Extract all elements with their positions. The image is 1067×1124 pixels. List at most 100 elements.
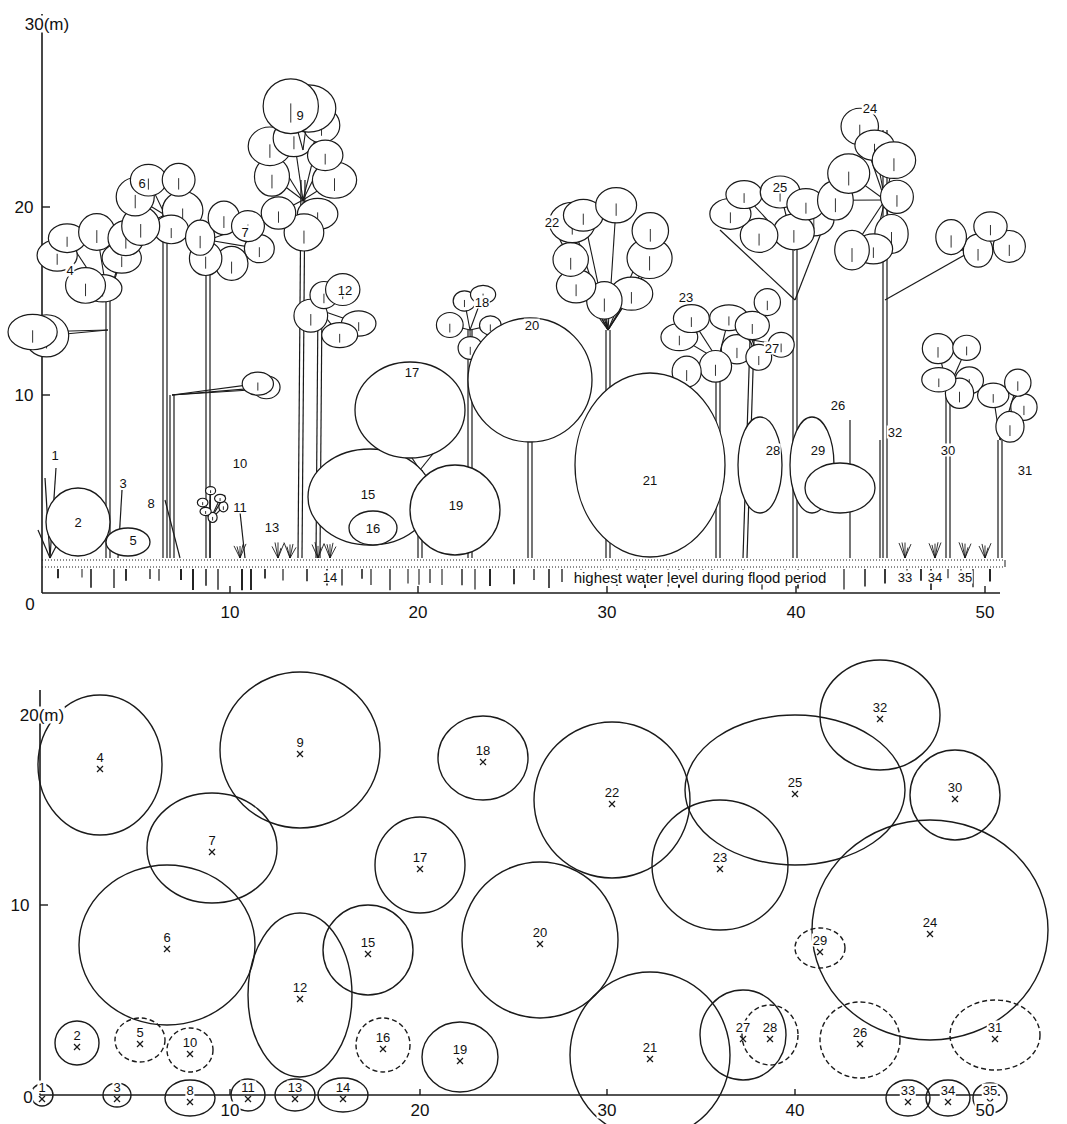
crown-outline — [275, 1079, 315, 1111]
leaf-vein — [583, 214, 584, 225]
trunk-line — [169, 395, 170, 558]
leaf-vein — [744, 193, 745, 203]
stem-position-mark — [537, 941, 543, 947]
axis-tick — [42, 394, 50, 395]
leaf-crown — [232, 211, 265, 242]
leaf-crown — [322, 323, 358, 348]
tree-number: 11 — [240, 1081, 256, 1094]
grass-tuft — [324, 543, 336, 558]
stem-position-mark — [537, 941, 543, 947]
tree-number: 19 — [452, 1043, 468, 1056]
grass-blade — [324, 544, 330, 558]
stem-position-mark — [187, 1099, 193, 1105]
stem-position-mark — [417, 866, 423, 872]
root-hatch — [920, 569, 922, 581]
leaf-vein — [758, 356, 759, 365]
tree-number: 4 — [65, 264, 74, 277]
tree-number: 14 — [322, 571, 338, 584]
leaf-vein — [200, 236, 201, 248]
leaf-crown — [953, 335, 981, 360]
axis-label: 0 — [24, 596, 35, 613]
grass-blade — [290, 547, 296, 558]
stem-position-mark — [97, 766, 103, 772]
tree-number: 35 — [957, 571, 973, 584]
axis-label: 30 — [597, 604, 618, 621]
tree-number: 26 — [852, 1026, 868, 1039]
stem-position-mark — [857, 1041, 863, 1047]
root-hatch — [361, 569, 363, 579]
grass-blade — [315, 542, 318, 558]
stem-position-mark — [340, 1096, 346, 1102]
tree-number: 29 — [812, 934, 828, 947]
axis-tick — [229, 586, 230, 593]
leaf-crown — [200, 507, 211, 515]
stem-position-mark — [340, 1096, 346, 1102]
stem-position-mark — [245, 1096, 251, 1102]
tree-number: 30 — [940, 444, 956, 457]
tree-number: 26 — [830, 399, 846, 412]
leaf-vein — [271, 175, 272, 189]
root-hatch — [370, 569, 371, 585]
leaf-vein — [171, 228, 172, 238]
tree-number: 11 — [232, 501, 248, 514]
leaf-vein — [212, 517, 213, 521]
trunk-line — [1001, 440, 1002, 558]
leaf-vein — [993, 394, 994, 403]
grass-tuft — [899, 542, 911, 558]
root-hatch — [389, 569, 390, 590]
root-hatch — [90, 569, 92, 588]
profile-axes — [42, 14, 1000, 593]
leaf-vein — [1009, 425, 1010, 436]
axis-tick — [794, 1089, 795, 1095]
grass-blade — [982, 544, 985, 558]
stem-position-mark — [767, 1036, 773, 1042]
tree-number: 21 — [642, 474, 658, 487]
tree-profile — [922, 334, 984, 558]
tree-number: 29 — [810, 444, 826, 457]
tree-number: 10 — [182, 1036, 198, 1049]
leaf-crown — [673, 305, 709, 333]
tree-number: 9 — [295, 736, 304, 749]
tree-number: 5 — [135, 1026, 144, 1039]
axis-tick — [984, 586, 985, 593]
crown-outline — [685, 715, 905, 865]
stem-position-mark — [164, 946, 170, 952]
crown-outline — [742, 1005, 798, 1065]
leaf-vein — [148, 179, 149, 190]
crown-outline — [652, 800, 788, 930]
stem-position-mark — [417, 866, 423, 872]
root-hatch — [947, 569, 948, 578]
root-hatch — [57, 569, 59, 578]
trunk-line — [997, 440, 998, 558]
leaf-vein — [793, 230, 794, 242]
crown-outline — [820, 1002, 900, 1078]
tree-profile — [880, 440, 881, 558]
water-level-band — [42, 560, 1005, 590]
leaf-vein — [767, 301, 768, 310]
stem-position-mark — [365, 951, 371, 957]
axis-label: 10 — [220, 604, 241, 621]
tree-number: 31 — [987, 1021, 1003, 1034]
tree-number: 18 — [475, 744, 491, 757]
trunk-line — [792, 250, 793, 558]
stem-position-mark — [792, 791, 798, 797]
leaf-crown — [8, 314, 57, 349]
tree-number: 1 — [50, 449, 59, 462]
axis-label: 40 — [786, 604, 807, 621]
stem-position-mark — [609, 801, 615, 807]
axis-label: 30 — [597, 1102, 618, 1119]
tree-number: 33 — [897, 571, 913, 584]
root-hatch — [884, 569, 886, 583]
leaf-vein — [686, 370, 687, 381]
grass-tuft — [959, 542, 971, 558]
tree-number: 34 — [927, 571, 943, 584]
tree-number: 10 — [232, 457, 248, 470]
crown-outline — [886, 1080, 930, 1116]
tree-number: 2 — [73, 516, 82, 529]
leaf-vein — [805, 203, 806, 214]
stem-position-mark — [164, 946, 170, 952]
tree-number: 17 — [404, 366, 420, 379]
grass-tuft — [272, 542, 284, 558]
leaf-vein — [990, 225, 991, 235]
